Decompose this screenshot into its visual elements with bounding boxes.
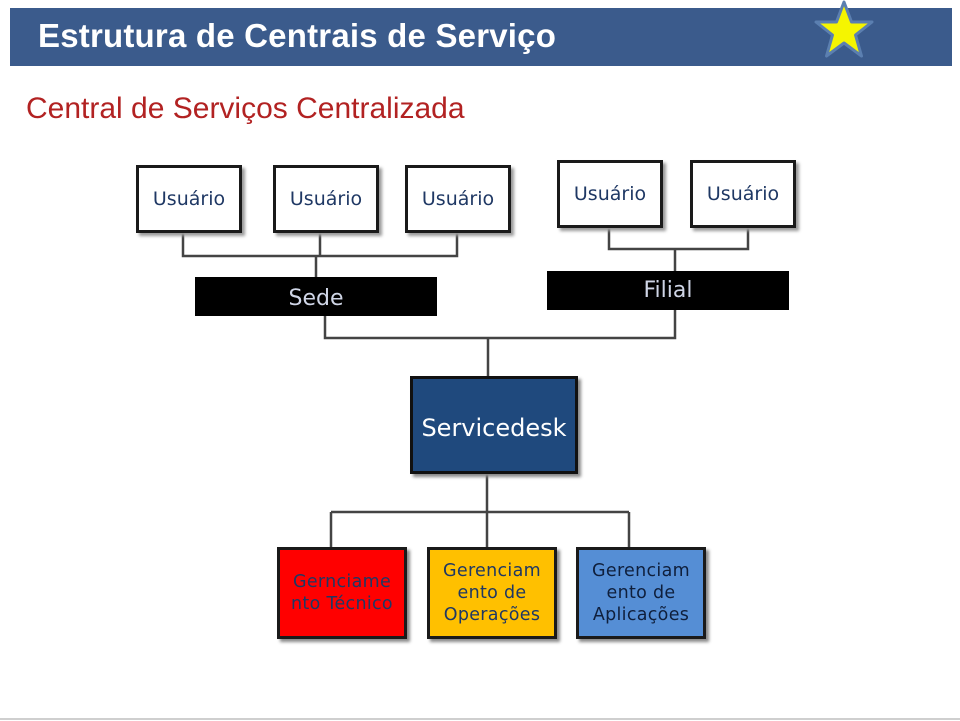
user-label: Usuário — [421, 188, 495, 210]
operations-management-box: Gerenciam ento de Operações — [427, 547, 557, 639]
servicedesk-label: Servicedesk — [421, 414, 567, 442]
sede-box: Sede — [195, 277, 437, 316]
user-label: Usuário — [706, 183, 780, 205]
footer-divider — [0, 718, 960, 720]
servicedesk-box: Servicedesk — [410, 376, 578, 474]
operations-management-label: Gerenciam ento de Operações — [443, 561, 541, 625]
title-bar: Estrutura de Centrais de Serviço — [10, 8, 952, 66]
slide-title: Estrutura de Centrais de Serviço — [38, 17, 557, 54]
diagram-subtitle: Central de Serviços Centralizada — [26, 92, 465, 125]
applications-management-box: Gerenciam ento de Aplicações — [576, 547, 706, 639]
tech-management-box: Gernciame nto Técnico — [277, 547, 407, 639]
user-label: Usuário — [289, 188, 363, 210]
star-icon — [814, 0, 874, 58]
user-box: Usuário — [136, 165, 242, 233]
user-box: Usuário — [557, 160, 663, 228]
tech-management-label: Gernciame nto Técnico — [291, 572, 393, 614]
applications-management-label: Gerenciam ento de Aplicações — [592, 561, 690, 625]
user-box: Usuário — [405, 165, 511, 233]
user-box: Usuário — [273, 165, 379, 233]
sede-label: Sede — [288, 286, 344, 311]
user-label: Usuário — [152, 188, 226, 210]
user-box: Usuário — [690, 160, 796, 228]
user-label: Usuário — [573, 183, 647, 205]
filial-label: Filial — [643, 278, 693, 303]
filial-box: Filial — [547, 271, 789, 310]
